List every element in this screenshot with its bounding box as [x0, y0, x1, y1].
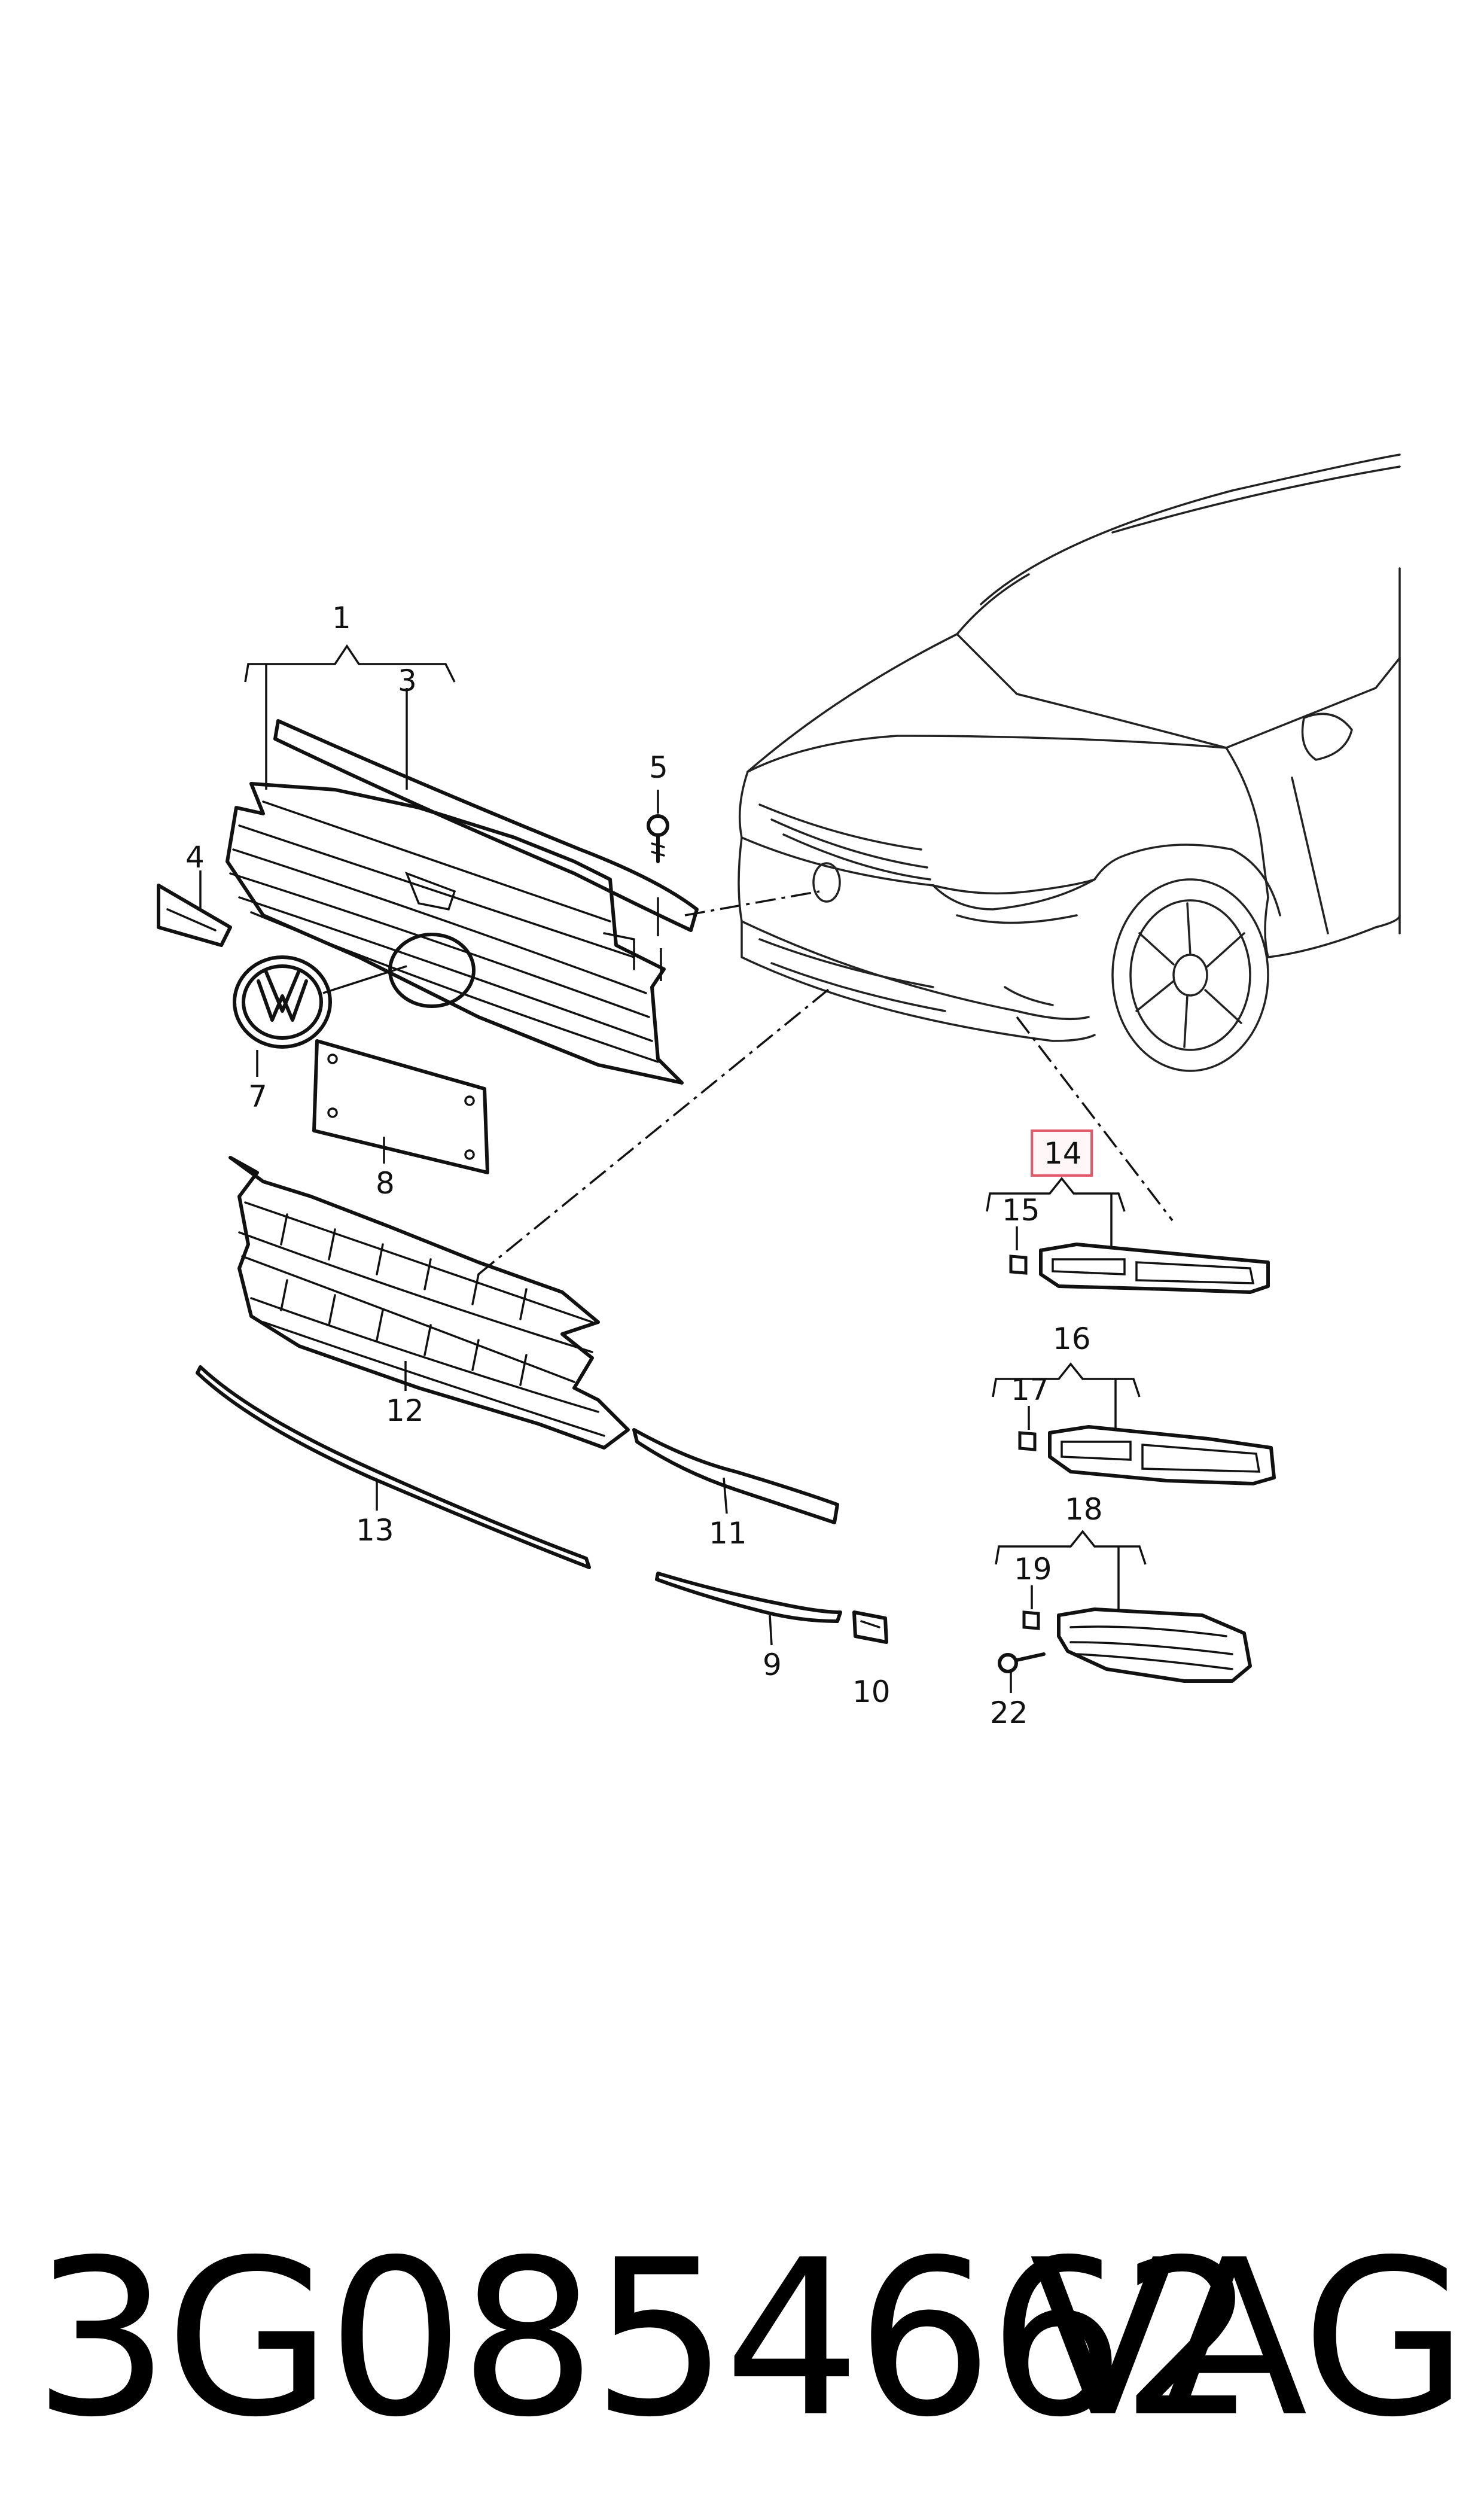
callout-4: 4 — [185, 840, 205, 875]
part-12-lower-grille — [228, 1156, 630, 1450]
part-5-screw — [647, 790, 669, 863]
upper-grille-assembly — [226, 644, 699, 1085]
reference-line-lower-grille — [477, 986, 833, 1275]
part-4-bracket — [157, 870, 232, 947]
callout-8: 8 — [376, 1166, 395, 1201]
callout-3: 3 — [398, 663, 417, 698]
car-illustration — [738, 453, 1401, 1072]
part-9-trim — [655, 1572, 842, 1646]
callout-17: 17 — [1011, 1372, 1049, 1407]
part-16-fog-cover-group — [992, 1362, 1276, 1485]
callout-12: 12 — [386, 1393, 424, 1428]
callout-16: 16 — [1053, 1322, 1091, 1356]
part-11-side-trim — [632, 1428, 839, 1524]
callout-1: 1 — [332, 601, 351, 635]
part-14-fog-cover-group — [986, 1129, 1270, 1294]
callout-22: 22 — [990, 1695, 1028, 1730]
callout-15: 15 — [1002, 1193, 1040, 1228]
callout-5: 5 — [649, 750, 668, 785]
part-10-clip — [852, 1610, 888, 1644]
callout-13: 13 — [356, 1513, 394, 1548]
reference-line-fog-cover — [1016, 1016, 1174, 1222]
callout-9: 9 — [763, 1648, 782, 1682]
callout-11: 11 — [709, 1516, 747, 1551]
part-13-lower-strip — [196, 1365, 591, 1569]
callout-10: 10 — [852, 1674, 891, 1709]
trim-strip — [273, 719, 699, 932]
brand-label: VAG — [1029, 2213, 1468, 2464]
part-18-fog-cover-group — [995, 1530, 1252, 1693]
part-7-emblem — [233, 955, 407, 1077]
highlight-box — [1031, 1129, 1093, 1177]
part-8-plate-holder — [312, 1039, 489, 1174]
footer: 3G0854662 VAG — [0, 2213, 1484, 2465]
callout-7: 7 — [248, 1079, 267, 1114]
callout-14: 14 — [1044, 1136, 1082, 1171]
callout-19: 19 — [1014, 1552, 1052, 1587]
reference-line-grille — [684, 890, 820, 917]
callout-18: 18 — [1065, 1492, 1103, 1527]
part-number: 3G0854662 — [33, 2213, 1257, 2464]
grille-body — [226, 782, 684, 1085]
